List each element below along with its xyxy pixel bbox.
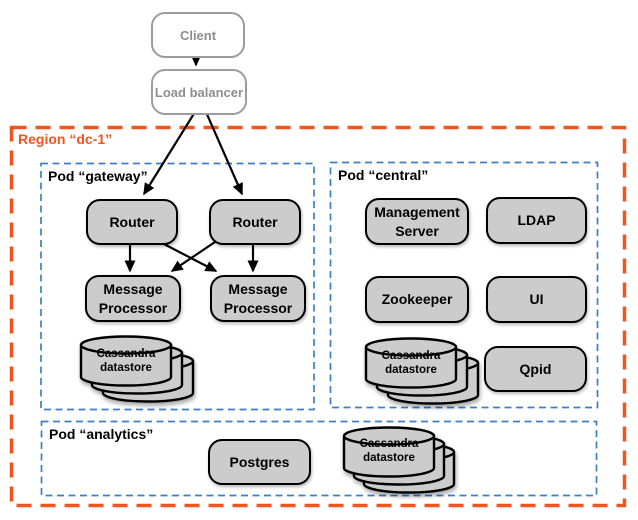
arrow-router2-to-mp1 bbox=[170, 241, 216, 272]
qpid-node: Qpid bbox=[484, 346, 587, 392]
ui-node: UI bbox=[486, 276, 587, 323]
router-node-2: Router bbox=[209, 199, 301, 245]
pod-central-label: Pod “central” bbox=[338, 167, 429, 183]
client-node: Client bbox=[151, 12, 245, 58]
arrow-loadbalancer-to-router2 bbox=[204, 111, 244, 196]
pod-gateway-label: Pod “gateway” bbox=[48, 168, 148, 184]
router-node-1: Router bbox=[86, 199, 178, 245]
database-cylinder-stack-icon bbox=[79, 335, 195, 403]
message-processor-node-2: Message Processor bbox=[210, 275, 306, 322]
database-cylinder-stack-icon bbox=[364, 337, 480, 405]
message-processor-node-1: Message Processor bbox=[85, 275, 181, 322]
postgres-node: Postgres bbox=[208, 439, 311, 485]
arrow-loadbalancer-to-router1 bbox=[143, 111, 196, 196]
central-datastore-label: Cassandra datastore bbox=[381, 350, 441, 376]
management-server-node: Management Server bbox=[365, 198, 469, 245]
arrow-router1-to-mp2 bbox=[159, 241, 218, 272]
zookeeper-node: Zookeeper bbox=[365, 276, 469, 323]
region-label: Region “dc-1” bbox=[18, 131, 113, 147]
gateway-datastore-label: Cassandra datastore bbox=[96, 348, 156, 374]
pod-analytics-label: Pod “analytics” bbox=[49, 426, 154, 442]
database-cylinder-stack-icon bbox=[342, 426, 456, 494]
load-balancer-node: Load balancer bbox=[151, 69, 247, 115]
analytics-datastore-label: Cassandra datastore bbox=[359, 438, 419, 464]
ldap-node: LDAP bbox=[486, 197, 587, 244]
